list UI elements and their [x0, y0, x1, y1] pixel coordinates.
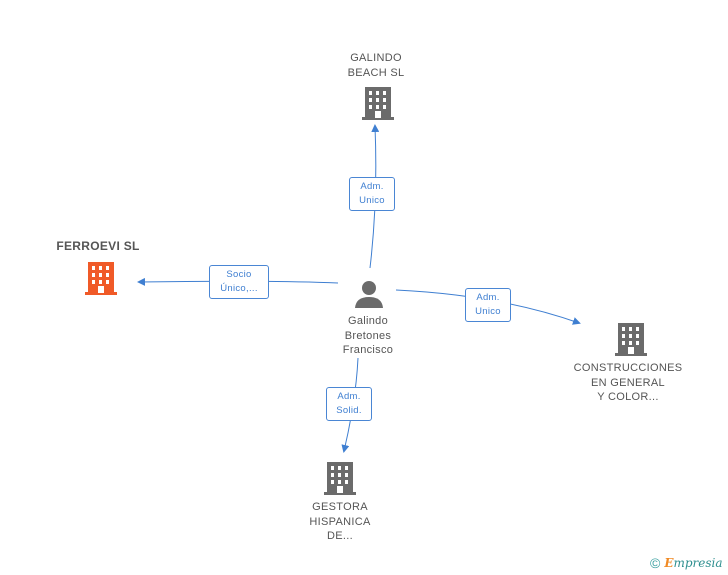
construcciones-label[interactable]: CONSTRUCCIONES EN GENERAL Y COLOR... [573, 362, 683, 403]
brand-initial: E [664, 556, 674, 570]
building-icon[interactable] [362, 86, 394, 125]
ferroevi-label[interactable]: FERROEVI SL [56, 239, 140, 253]
person-icon[interactable] [354, 279, 384, 314]
edge-label-ferroevi[interactable]: Socio Único,... [209, 265, 269, 299]
footer-brand[interactable]: © Empresia [650, 555, 723, 571]
brand-name: mpresia [673, 556, 723, 570]
gestora-label[interactable]: GESTORA HISPANICA DE... [309, 501, 371, 542]
edge-label-gestora[interactable]: Adm. Solid. [326, 387, 372, 421]
brand-logo[interactable]: Empresia [664, 556, 722, 570]
building-icon[interactable] [85, 261, 117, 300]
building-icon[interactable] [615, 322, 647, 361]
edge-label-galindo-beach[interactable]: Adm. Unico [349, 177, 395, 211]
galindo-beach-label[interactable]: GALINDO BEACH SL [347, 52, 405, 79]
center-person-label[interactable]: Galindo Bretones Francisco [342, 315, 394, 356]
copyright-symbol: © [650, 555, 661, 571]
building-icon[interactable] [324, 461, 356, 500]
edge-label-construcciones[interactable]: Adm. Unico [465, 288, 511, 322]
